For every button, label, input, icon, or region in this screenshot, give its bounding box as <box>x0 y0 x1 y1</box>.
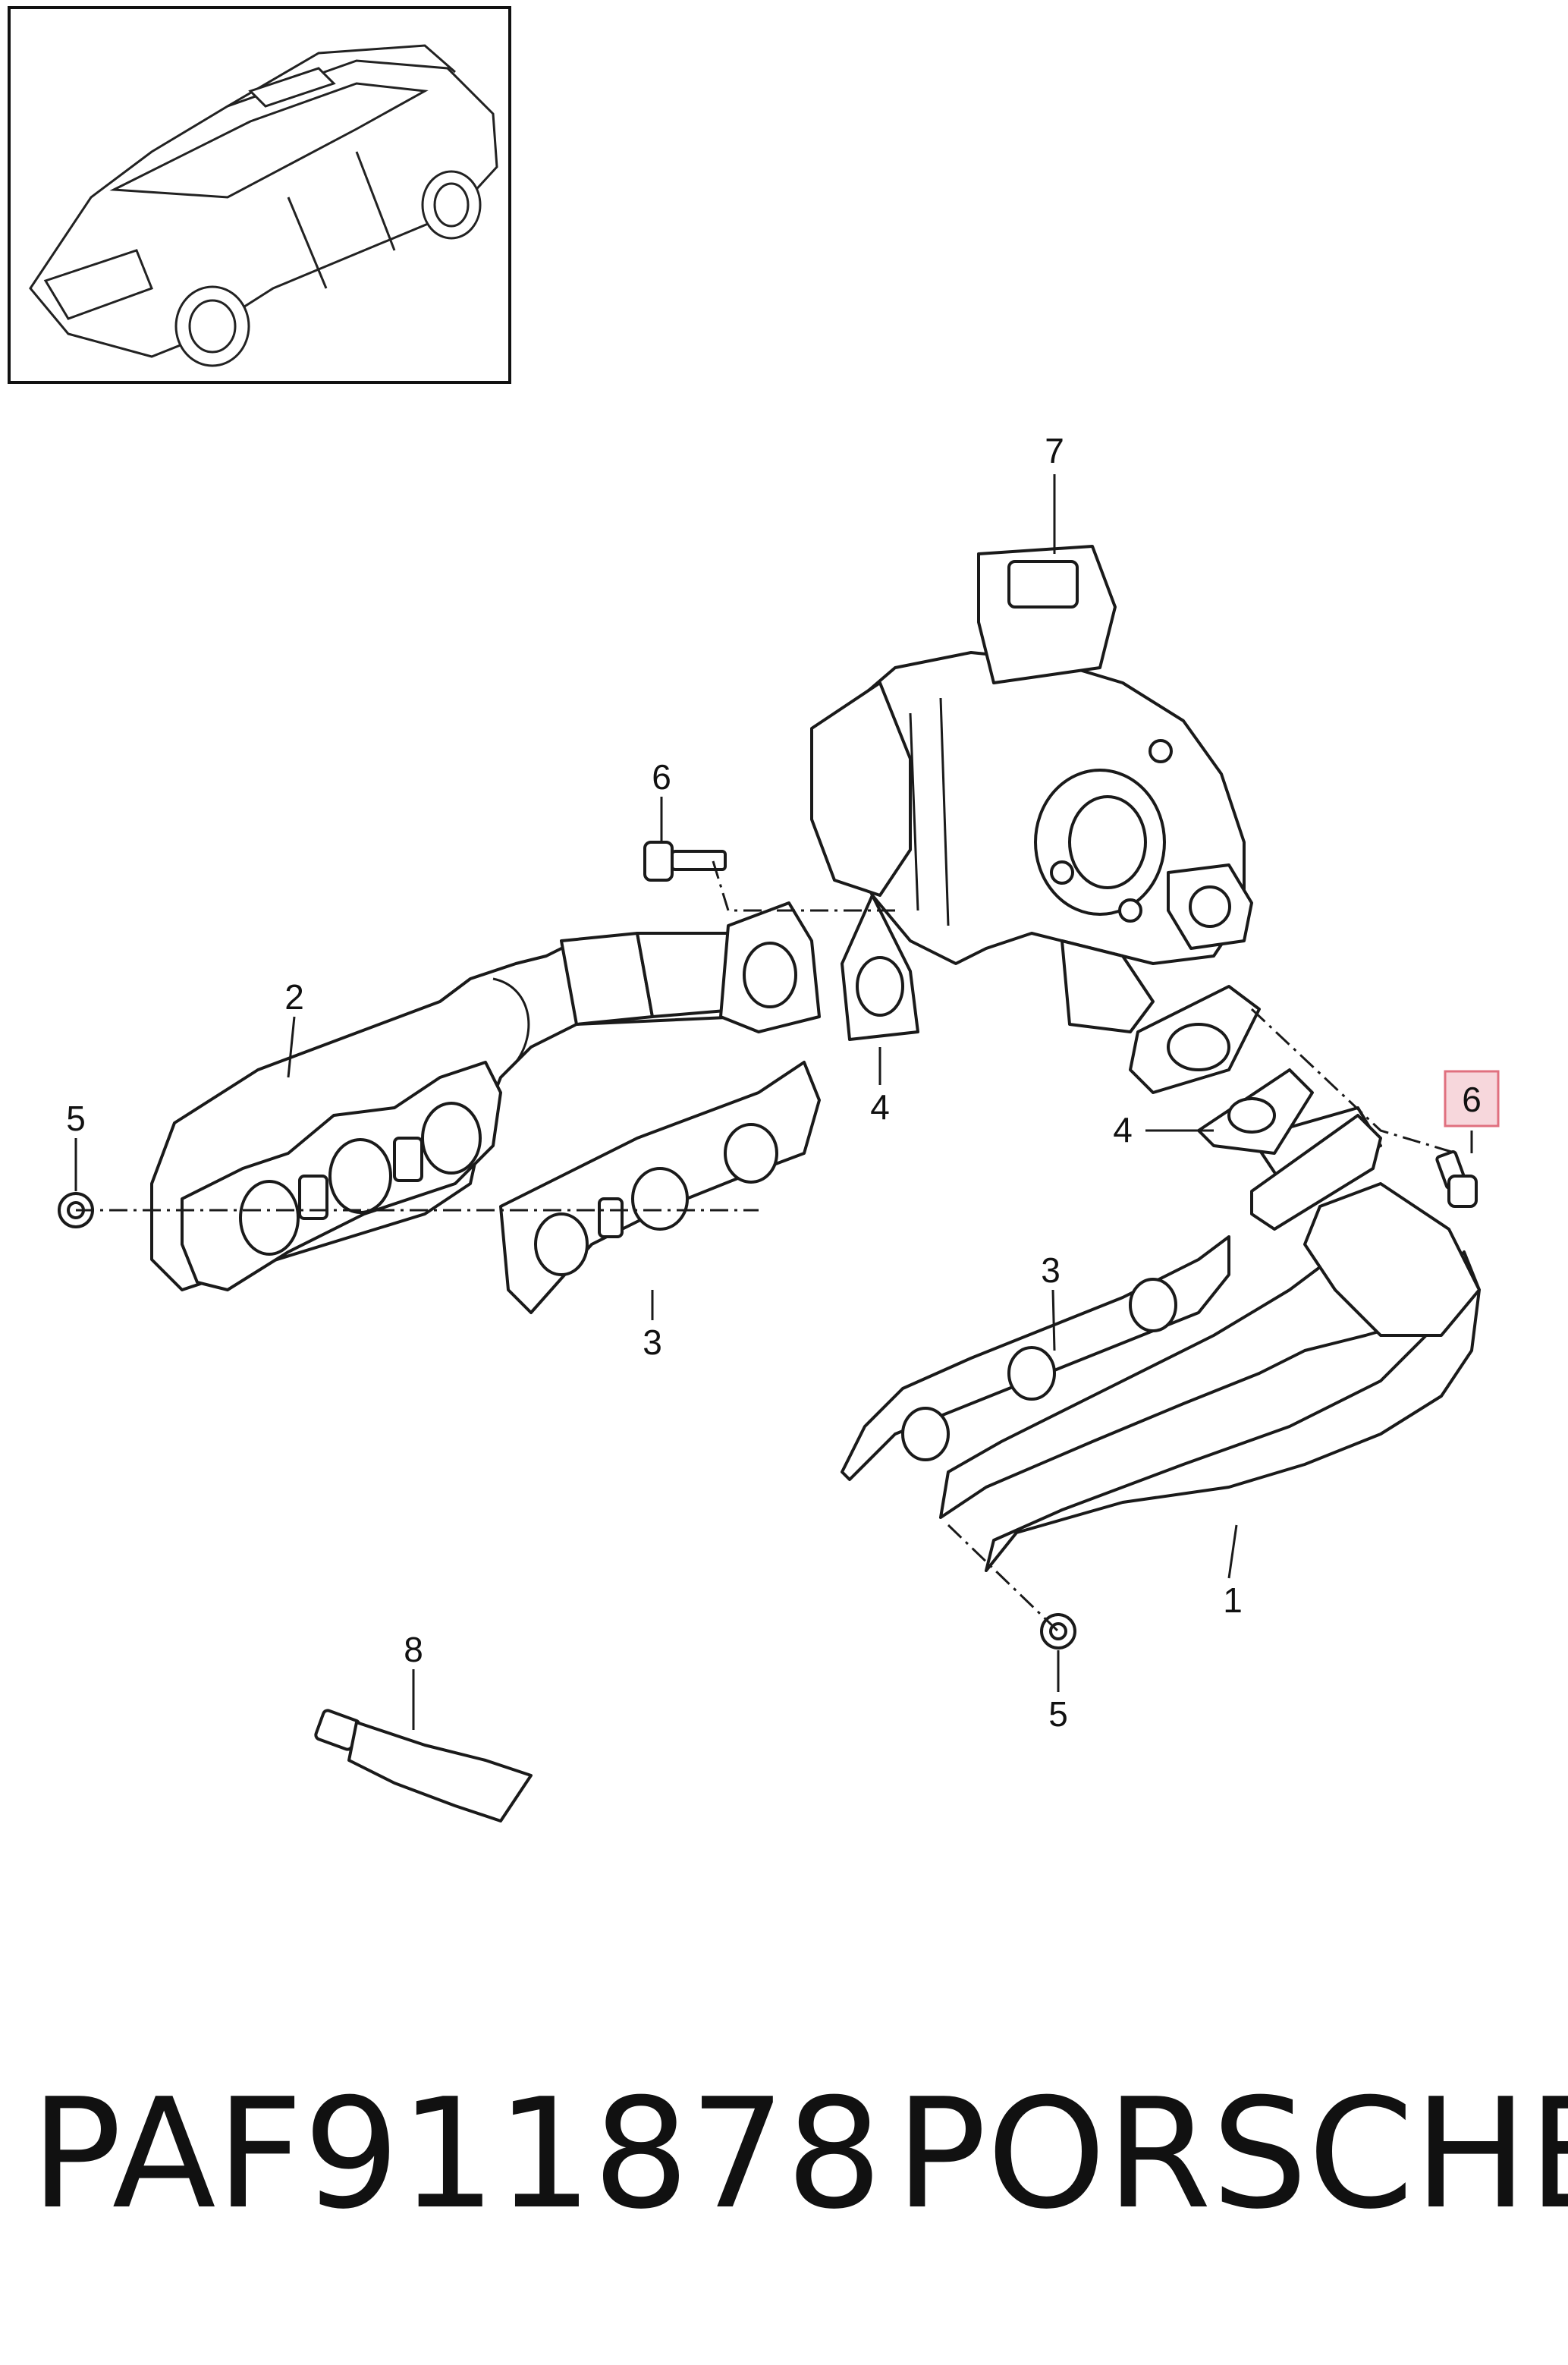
callout-6-right[interactable]: 6 <box>1462 1080 1482 1119</box>
part-number-text: PAF911878 <box>30 2066 883 2243</box>
brand-text: PORSCHE <box>895 2066 1568 2243</box>
leader-2 <box>287 1016 296 1078</box>
exhaust-manifold-part-1 <box>939 1106 1481 1572</box>
highlight-box-6 <box>1444 1070 1500 1127</box>
leader-3-right <box>1051 1289 1056 1351</box>
callout-2[interactable]: 2 <box>284 977 304 1017</box>
gasket-part-3-left <box>499 1061 821 1314</box>
gasket-part-4-right <box>1197 1068 1314 1155</box>
flange-lower-right <box>1250 1114 1382 1231</box>
callout-4-right[interactable]: 4 <box>1113 1110 1133 1149</box>
gasket-part-3-right <box>841 1235 1230 1481</box>
alignment-line-flange <box>712 860 895 912</box>
paste-tube-part-8 <box>314 1709 533 1822</box>
car-illustration <box>29 44 498 367</box>
flange-right <box>1129 985 1261 1094</box>
flange-left <box>719 901 821 1033</box>
leader-1 <box>1227 1524 1238 1579</box>
callout-1[interactable]: 1 <box>1223 1580 1243 1620</box>
vehicle-thumbnail <box>8 6 511 384</box>
callout-3-right[interactable]: 3 <box>1041 1250 1061 1290</box>
turbocharger-part-7 <box>810 545 1253 1033</box>
callout-5-bottom[interactable]: 5 <box>1048 1694 1068 1734</box>
bolt-part-6-upper <box>643 841 727 882</box>
callout-7[interactable]: 7 <box>1045 431 1064 470</box>
callout-6-upper[interactable]: 6 <box>652 757 671 797</box>
callout-4-left[interactable]: 4 <box>870 1087 890 1127</box>
alignment-line-bottom <box>947 1524 1060 1633</box>
alignment-line-right <box>1250 1008 1457 1155</box>
callout-5-left[interactable]: 5 <box>66 1099 86 1138</box>
callout-8[interactable]: 8 <box>404 1630 423 1669</box>
exhaust-manifold-part-2 <box>150 932 753 1291</box>
bolt-part-6-right <box>1435 1150 1478 1208</box>
gasket-part-4-left <box>841 894 919 1041</box>
callout-3-left[interactable]: 3 <box>643 1322 662 1362</box>
